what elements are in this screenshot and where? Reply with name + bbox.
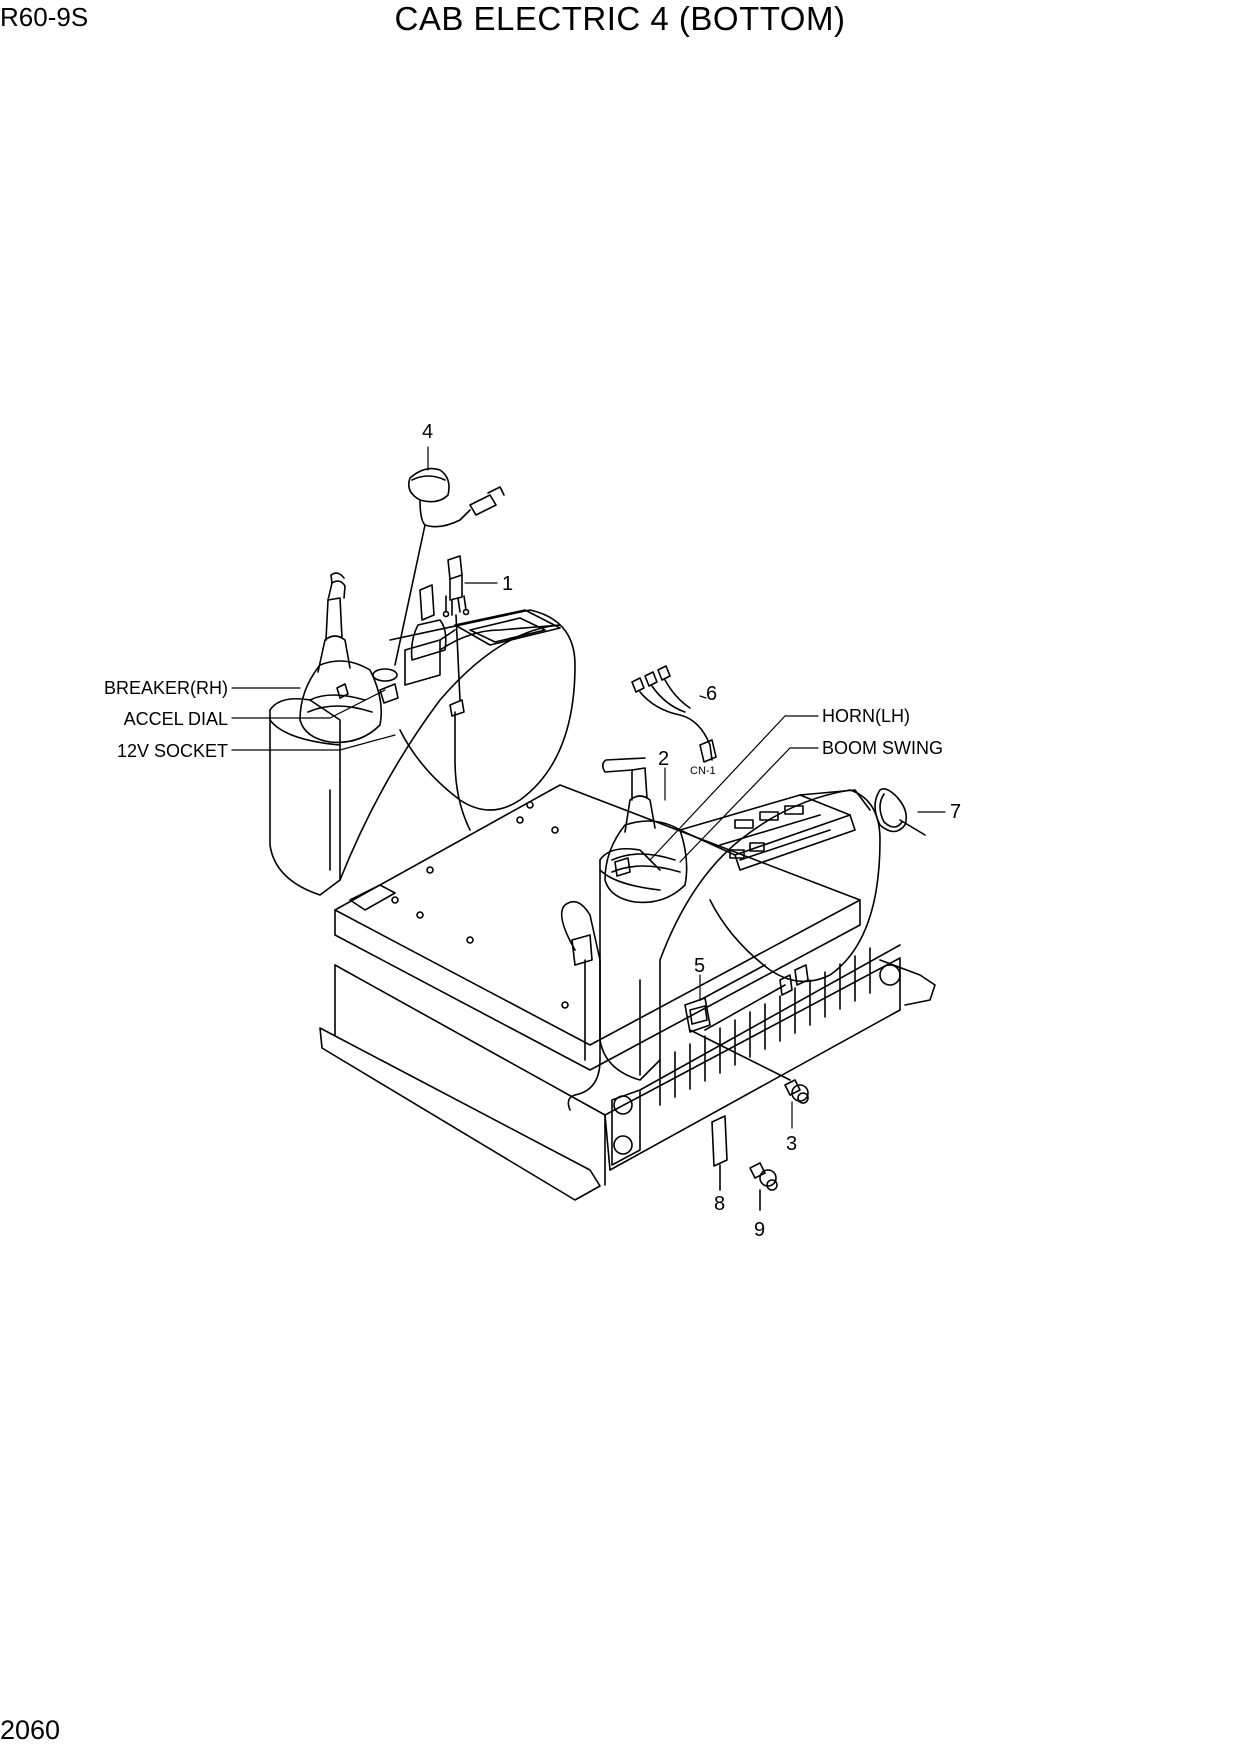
base-frame <box>319 957 936 1201</box>
page-title: CAB ELECTRIC 4 (BOTTOM) <box>394 0 846 37</box>
part4-dial <box>394 467 505 666</box>
part-number-4: 4 <box>422 421 433 443</box>
label-boom-swing: BOOM SWING <box>822 738 943 758</box>
part-number-6: 6 <box>706 683 717 705</box>
accel-dial-parts <box>336 668 471 831</box>
hose <box>560 900 601 1111</box>
part-number-8: 8 <box>714 1193 725 1215</box>
part-numbers: 1 2 3 4 5 6 7 8 9 <box>422 421 961 1241</box>
label-breaker: BREAKER(RH) <box>104 678 228 698</box>
part6-harness <box>631 665 717 763</box>
label-horn: HORN(LH) <box>822 706 910 726</box>
label-12v-socket: 12V SOCKET <box>117 741 228 761</box>
part9-bolt <box>749 1162 778 1211</box>
left-lever <box>410 584 447 661</box>
part8-plate <box>711 1115 728 1191</box>
part-number-1: 1 <box>502 573 513 595</box>
left-joystick <box>299 572 383 744</box>
fins <box>639 944 901 1106</box>
right-console <box>599 789 881 1081</box>
part5-bracket <box>684 964 809 1081</box>
left-console <box>269 609 576 896</box>
part-number-7: 7 <box>950 801 961 823</box>
part-number-9: 9 <box>754 1219 765 1241</box>
leader-lines <box>231 446 946 1129</box>
part7-coil <box>874 788 926 836</box>
part-number-3: 3 <box>786 1133 797 1155</box>
part-number-2: 2 <box>658 748 669 770</box>
page-number: 2060 <box>0 1715 61 1745</box>
right-joystick <box>601 757 688 904</box>
model-code: R60-9S <box>0 2 89 32</box>
callout-labels: BREAKER(RH) ACCEL DIAL 12V SOCKET HORN(L… <box>104 678 943 777</box>
seat-plate <box>334 784 861 1071</box>
label-accel-dial: ACCEL DIAL <box>124 709 228 729</box>
part3-bolt <box>784 1079 809 1104</box>
part-number-5: 5 <box>694 955 705 977</box>
part1-switch <box>442 555 470 701</box>
label-connector: CN-1 <box>690 765 716 777</box>
